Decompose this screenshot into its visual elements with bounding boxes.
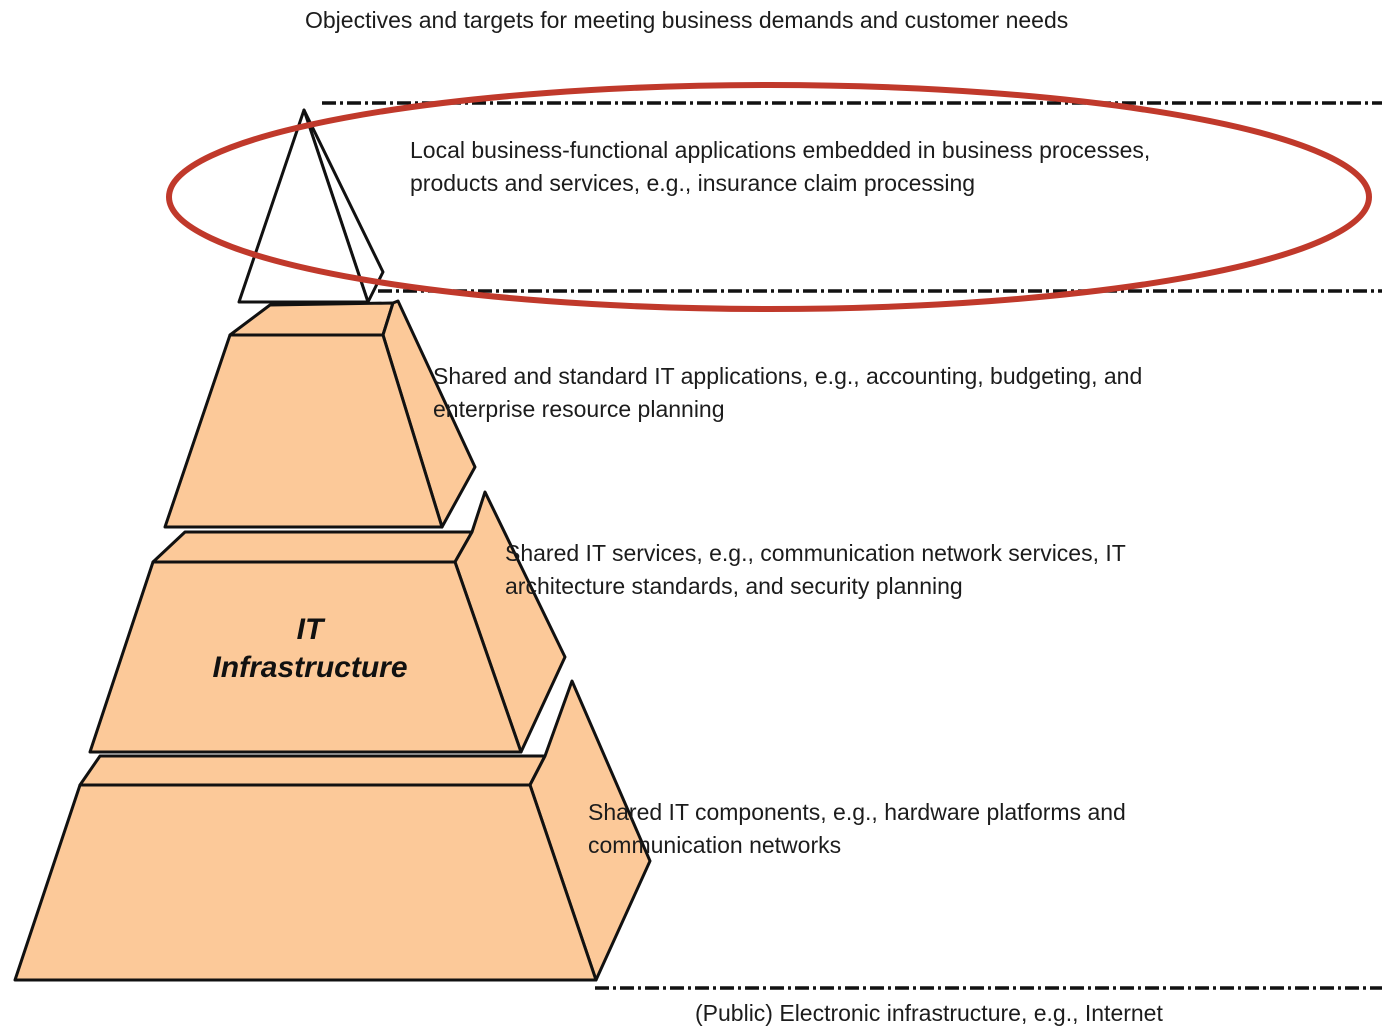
shared-applications-line-1: Shared and standard IT applications, e.g… [433,363,1143,389]
bottom-caption: (Public) Electronic infrastructure, e.g.… [695,1000,1163,1026]
it-infrastructure-label-line-2: Infrastructure [212,651,408,684]
services-block-front-face [88,560,523,754]
local-applications-line-2: products and services, e.g., insurance c… [410,170,976,196]
it-infrastructure-label-line-1: IT [296,613,324,646]
pyramid-block-components [13,679,652,982]
components-block-top-face [78,754,547,787]
local-pyramid-front-face [237,108,370,304]
shared-components-line-2: communication networks [588,832,842,858]
local-applications-description: Local business-functional applications e… [410,134,1150,200]
applications-block-top-face [228,301,395,337]
top-caption: Objectives and targets for meeting busin… [305,7,1069,33]
it-infrastructure-label: IT Infrastructure [160,611,460,687]
shared-components-line-1: Shared IT components, e.g., hardware pla… [588,799,1126,825]
shared-services-description: Shared IT services, e.g., communication … [505,537,1126,603]
shared-services-line-2: architecture standards, and security pla… [505,573,963,599]
pyramid-block-applications [163,299,477,529]
applications-block-front-face [163,333,444,529]
highlight-ellipse [166,82,1372,312]
components-block-front-face [13,783,598,982]
services-block-top-face [151,530,474,564]
local-applications-line-1: Local business-functional applications e… [410,137,1151,163]
pyramid-block-services [88,490,567,754]
shared-applications-description: Shared and standard IT applications, e.g… [433,360,1142,426]
shared-services-line-1: Shared IT services, e.g., communication … [505,540,1126,566]
shared-applications-line-2: enterprise resource planning [433,396,725,422]
pyramid-top-local [237,108,385,304]
shared-components-description: Shared IT components, e.g., hardware pla… [588,796,1126,862]
